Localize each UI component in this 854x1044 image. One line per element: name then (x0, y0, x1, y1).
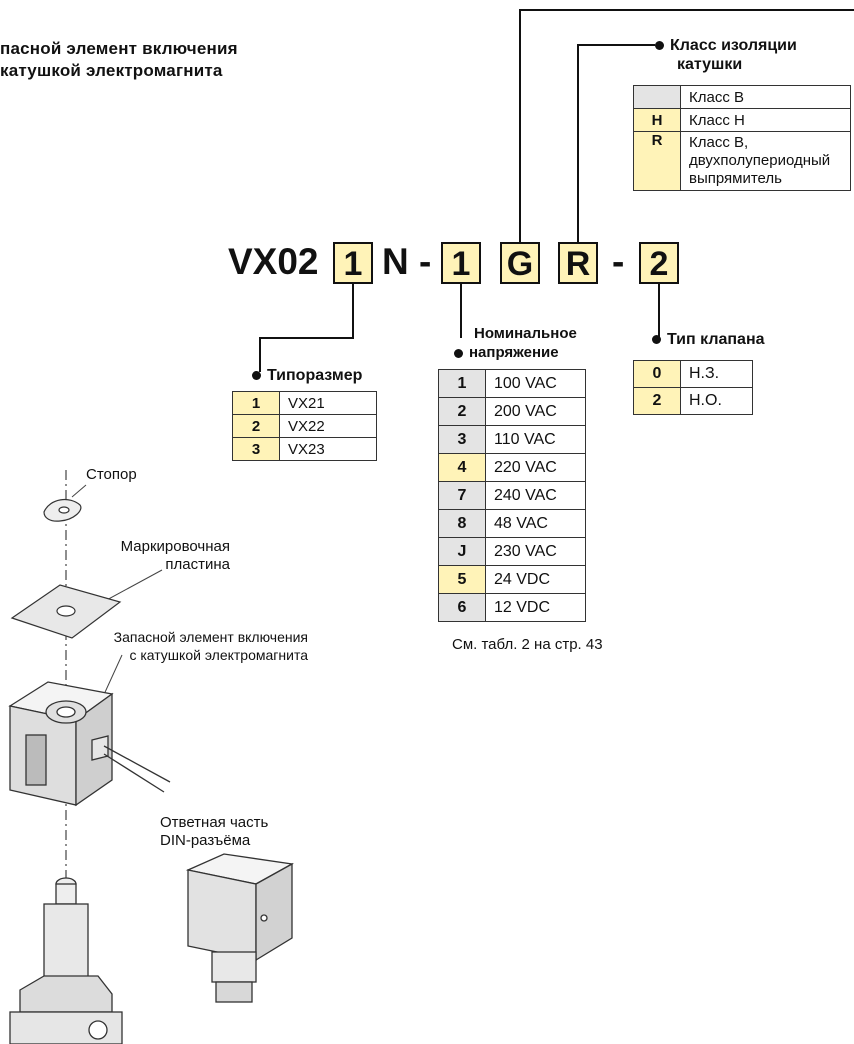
din-connector-drawing (185, 853, 294, 1003)
title-line-1: пасной элемент включения (0, 39, 238, 58)
connector-size (259, 284, 354, 372)
table-row: H Класс H (633, 108, 851, 132)
voltage-header: Номинальное напряжение (454, 324, 577, 362)
code-box-g: G (500, 242, 540, 284)
code-box-insulation: R (558, 242, 598, 284)
label-stopper: Стопор (86, 466, 137, 483)
size-header: Типоразмер (252, 366, 362, 385)
insulation-header: Класс изоляции катушки (655, 36, 797, 74)
code-mid: N - (382, 241, 432, 282)
bullet-icon (652, 335, 661, 345)
connector-r (577, 44, 655, 242)
marking-plate-drawing (10, 584, 122, 639)
code-box-voltage: 1 (441, 242, 481, 284)
insulation-table: Класс B H Класс H R Класс B, двухполупер… (633, 85, 851, 191)
coil-drawing (8, 681, 171, 807)
bullet-icon (454, 348, 463, 358)
label-marking-plate: Маркировочная пластина (120, 538, 230, 573)
valve-drawing (9, 877, 123, 1044)
valve-type-header: Тип клапана (652, 330, 765, 349)
bullet-icon (252, 371, 261, 381)
voltage-note: См. табл. 2 на стр. 43 (452, 636, 603, 653)
page-title: пасной элемент включения катушкой электр… (0, 38, 238, 82)
connector-g (519, 9, 854, 242)
leader-stopper (71, 484, 87, 498)
label-coil: Запасной элемент включения с катушкой эл… (113, 629, 308, 663)
table-row: R Класс B, двухполупериодный выпрямитель (633, 131, 851, 191)
stopper-drawing (43, 498, 82, 522)
code-dash: - (612, 241, 625, 282)
table-row: Класс B (633, 85, 851, 109)
code-box-valve-type: 2 (639, 242, 679, 284)
code-box-size: 1 (333, 242, 373, 284)
label-din-connector: Ответная часть DIN-разъёма (160, 814, 269, 849)
title-line-2: катушкой электромагнита (0, 61, 223, 80)
bullet-icon (655, 41, 664, 51)
code-prefix: VX02 (228, 241, 319, 282)
